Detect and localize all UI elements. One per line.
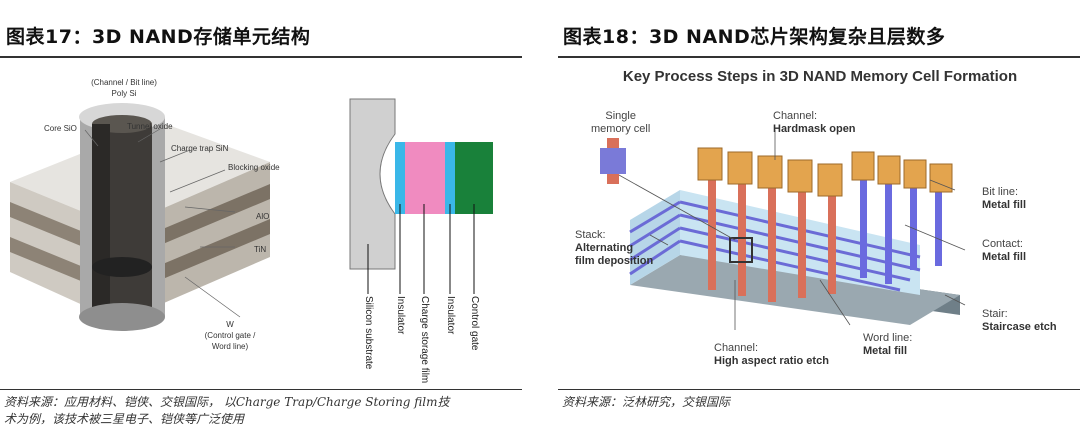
label-tin: TiN (254, 245, 267, 254)
label-channel: (Channel / Bit line) (91, 78, 157, 87)
label-charge-trap: Charge trap SiN (171, 144, 229, 153)
right-figure-title: 图表18：3D NAND芯片架构复杂且层数多 (563, 26, 946, 48)
label-w: W (226, 320, 234, 329)
ann-bit-line: Bit line:Metal fill (982, 186, 1027, 211)
layer-stack-diagram (349, 98, 493, 294)
label-poly-si: Poly Si (111, 89, 137, 98)
single-cell-icon (600, 138, 626, 184)
label-silicon-substrate: Silicon substrate (363, 296, 374, 370)
ann-contact: Contact:Metal fill (982, 238, 1027, 263)
ann-channel-etch: Channel:High aspect ratio etch (714, 342, 829, 367)
label-word-line: Word line) (211, 342, 249, 351)
left-source-line1: 资料来源：应用材料、铠侠、交银国际， 以Charge Trap/Charge S… (4, 395, 450, 409)
layer-control-gate (455, 142, 493, 214)
nand-cell-illustration (10, 103, 270, 331)
layer-charge-storage (405, 142, 445, 214)
left-source-line2: 术为例，该技术被三星电子、铠侠等广泛使用 (4, 412, 245, 426)
left-figure-title: 图表17：3D NAND存储单元结构 (6, 26, 311, 48)
label-core-sio: Core SiO (44, 124, 77, 133)
layer-insulator-1 (395, 142, 405, 214)
label-charge-storage-film: Charge storage film (419, 296, 430, 384)
ann-word-line: Word line:Metal fill (863, 332, 913, 357)
label-blocking-oxide: Blocking oxide (228, 163, 280, 172)
right-source: 资料来源：泛林研究，交银国际 (562, 395, 731, 409)
label-insulator-1: Insulator (395, 296, 406, 335)
ann-stair: Stair:Staircase etch (982, 308, 1057, 333)
right-title-rule (558, 56, 1080, 58)
layer-insulator-2 (445, 142, 455, 214)
ann-channel-hardmask: Channel:Hardmask open (773, 110, 856, 135)
nand-architecture-diagram (609, 130, 966, 330)
left-source-rule (0, 389, 522, 390)
left-title-rule (0, 56, 522, 58)
label-alo: AlO (256, 212, 270, 221)
key-process-title: Key Process Steps in 3D NAND Memory Cell… (622, 68, 1018, 85)
right-source-rule (558, 389, 1080, 390)
label-tunnel-oxide: Tunnel oxide (127, 122, 173, 131)
label-insulator-2: Insulator (445, 296, 456, 335)
label-control-gate-layer: Control gate (469, 296, 480, 351)
label-control-gate: (Control gate / (204, 331, 256, 340)
